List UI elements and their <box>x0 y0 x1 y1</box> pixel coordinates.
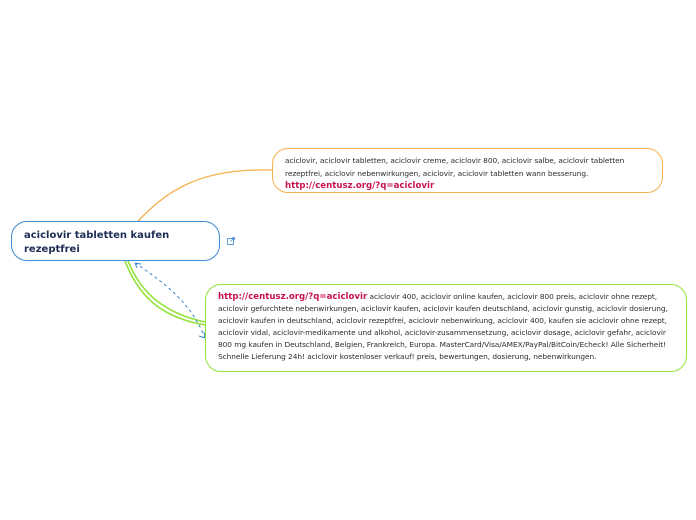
keywords-topic-node[interactable]: aciclovir, aciclovir tabletten, aciclovi… <box>272 148 663 193</box>
orange-branch-connector <box>137 169 273 222</box>
central-topic-title: aciclovir tabletten kaufen rezeptfrei <box>24 230 170 255</box>
description-topic-text: aciclovir 400, aciclovir online kaufen, … <box>218 292 668 361</box>
external-link-icon[interactable] <box>227 237 235 245</box>
central-topic-node[interactable]: aciclovir tabletten kaufen rezeptfrei <box>11 221 220 261</box>
description-topic-node[interactable]: http://centusz.org/?q=aciclovir aciclovi… <box>205 284 687 372</box>
description-topic-link[interactable]: http://centusz.org/?q=aciclovir <box>218 292 368 302</box>
green-branch-connector <box>124 260 206 326</box>
keywords-topic-link[interactable]: http://centusz.org/?q=aciclovir <box>285 181 435 191</box>
keywords-topic-text: aciclovir, aciclovir tabletten, aciclovi… <box>285 156 625 178</box>
relationship-arrowhead-start <box>134 262 142 269</box>
relationship-arrowhead-end <box>198 331 206 339</box>
relationship-connector[interactable] <box>134 262 206 339</box>
